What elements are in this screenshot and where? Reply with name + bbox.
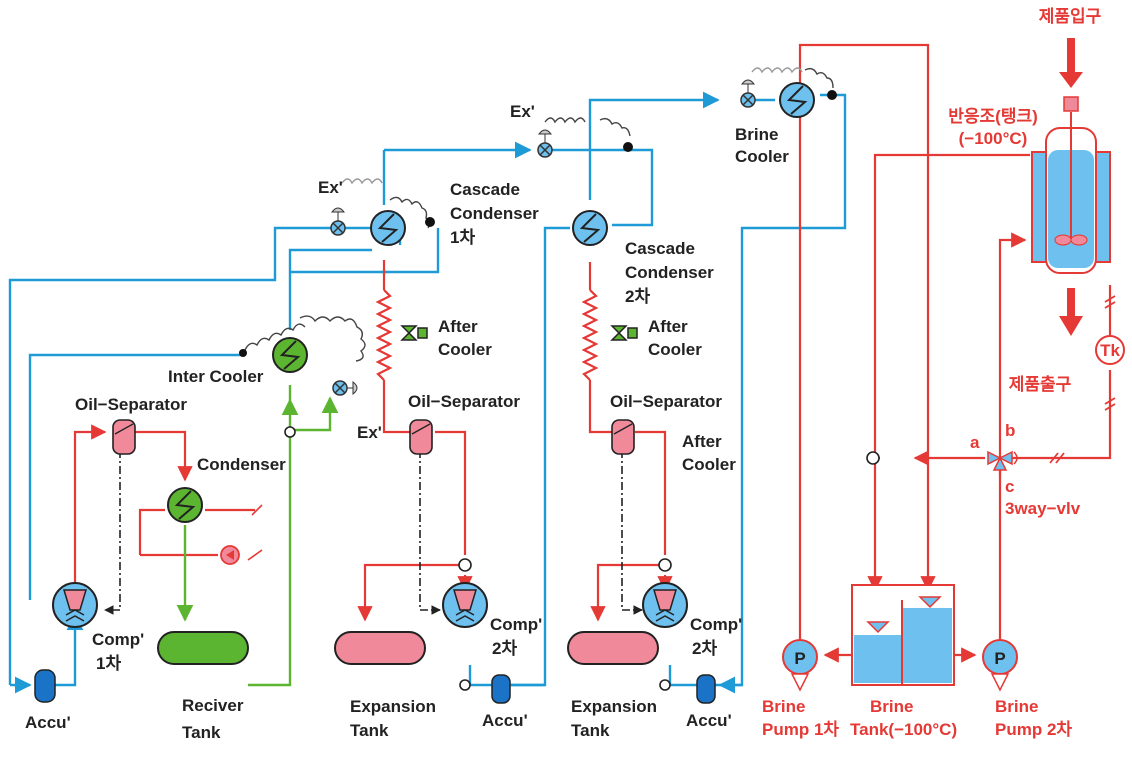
cascade-condenser-1-icon (370, 210, 406, 246)
brine-pump-2-label-1: Brine (995, 697, 1038, 716)
reactor-tank-icon (1031, 96, 1111, 274)
accumulator-1-icon (34, 669, 56, 703)
condenser-label: Condenser (197, 455, 286, 474)
expansion-tank-2-label-1: Expansion (571, 697, 657, 716)
after-cooler-2-label-2: Cooler (648, 340, 702, 359)
brine-pump-2-label-2: Pump 2차 (995, 720, 1072, 739)
product-outlet-label: 제품출구 (1009, 375, 1072, 394)
brine-cooler-label-1: Brine (735, 125, 778, 144)
oil-separator-1-icon (112, 419, 136, 455)
oil-separator-3-icon (611, 419, 635, 455)
valve-port-a-label: a (970, 433, 980, 452)
oil-separator-1-label: Oil−Separator (75, 395, 187, 414)
cascade1-label-1: Cascade (450, 180, 520, 199)
brine-tank-icon (851, 584, 955, 686)
expansion-tank-1-label-1: Expansion (350, 697, 436, 716)
expansion-tank-2-icon (567, 631, 659, 665)
three-way-valve-icon (987, 450, 1018, 471)
comp2-label-2: 2차 (492, 639, 517, 658)
pump-1-letter: P (794, 649, 805, 668)
labels: 제품입구 반응조(탱크) (−100°C) 제품출구 Tk Brine Cool… (25, 7, 1120, 742)
oil-return-lines (104, 450, 643, 615)
cascade-condenser-2-icon (572, 210, 608, 246)
red-pipes (73, 43, 1116, 663)
comp1-label-2: 1차 (96, 654, 121, 673)
brine-tank-label-1: Brine (870, 697, 913, 716)
tk-label: Tk (1100, 341, 1120, 360)
product-inlet-label: 제품입구 (1039, 7, 1102, 26)
brine-cooler-label-2: Cooler (735, 147, 789, 166)
oil-separator-3-label: Oil−Separator (610, 392, 722, 411)
reactor-label: 반응조(탱크) (948, 107, 1038, 126)
inter-cooler-icon (272, 337, 308, 373)
compressor-2-icon (442, 582, 488, 628)
ex-label-2: Ex' (510, 102, 535, 121)
valve-port-c-label: c (1005, 477, 1014, 496)
accumulator-2-icon (491, 674, 511, 704)
three-way-valve-label: 3way−vlv (1005, 499, 1081, 518)
brine-pump-1-label-1: Brine (762, 697, 805, 716)
expansion-valve-stage2 (537, 129, 553, 158)
after-cooler-1-label-2: Cooler (438, 340, 492, 359)
after-cooler-valve-2-icon (610, 325, 638, 341)
accu-1-label: Accu' (25, 713, 71, 732)
expansion-valve-intercooler (332, 380, 358, 396)
after-cooler-valve-1-icon (400, 325, 428, 341)
accu-3-label: Accu' (686, 711, 732, 730)
ex-label-1: Ex' (318, 178, 343, 197)
after-cooler-1-label-1: After (438, 317, 478, 336)
after-cooler-3-label-1: After (682, 432, 722, 451)
brine-pump-1-label-2: Pump 1차 (762, 720, 839, 739)
receiver-tank-icon (157, 631, 249, 665)
brine-tank-label-2: Tank(−100°C) (850, 720, 957, 739)
oil-separator-2-label: Oil−Separator (408, 392, 520, 411)
brine-pump-1-icon (782, 639, 818, 692)
receiver-label-1: Reciver (182, 696, 244, 715)
compressor-1-icon (52, 582, 98, 628)
temperature-sensor-icon (1095, 335, 1125, 365)
expansion-valve-stage3 (740, 79, 756, 108)
pump-2-letter: P (994, 649, 1005, 668)
cooling-water-pump-icon (220, 545, 240, 565)
cascade1-label-2: Condenser (450, 204, 539, 223)
cascade2-label-3: 2차 (625, 287, 650, 306)
valve-port-b-label: b (1005, 421, 1015, 440)
comp3-label-2: 2차 (692, 639, 717, 658)
oil-separator-2-icon (409, 419, 433, 455)
brine-cooler-icon (779, 82, 815, 118)
product-flow-arrows (1059, 38, 1083, 336)
expansion-tank-2-label-2: Tank (571, 721, 610, 740)
condenser-icon (167, 487, 203, 523)
sensing-bulbs (239, 90, 837, 357)
blue-pipes (8, 91, 847, 694)
capillary-wires (244, 67, 834, 362)
compressor-3-icon (642, 582, 688, 628)
receiver-label-2: Tank (182, 723, 221, 742)
brine-pump-2-icon (982, 639, 1018, 692)
reactor-temp-label: (−100°C) (959, 129, 1028, 148)
expansion-tank-1-label-2: Tank (350, 721, 389, 740)
accumulator-3-icon (696, 674, 716, 704)
green-pipes (176, 385, 339, 687)
cascade2-label-2: Condenser (625, 263, 714, 282)
accu-2-label: Accu' (482, 711, 528, 730)
after-cooler-3-label-2: Cooler (682, 455, 736, 474)
expansion-valve-stage1 (330, 207, 346, 236)
cascade2-label-1: Cascade (625, 239, 695, 258)
ex-label-3: Ex' (357, 423, 382, 442)
comp3-label-1: Comp' (690, 615, 742, 634)
inter-cooler-label: Inter Cooler (168, 367, 264, 386)
cascade1-label-3: 1차 (450, 228, 475, 247)
junction-points (284, 426, 880, 691)
comp1-label-1: Comp' (92, 630, 144, 649)
after-cooler-2-label-1: After (648, 317, 688, 336)
expansion-tank-1-icon (334, 631, 426, 665)
comp2-label-1: Comp' (490, 615, 542, 634)
